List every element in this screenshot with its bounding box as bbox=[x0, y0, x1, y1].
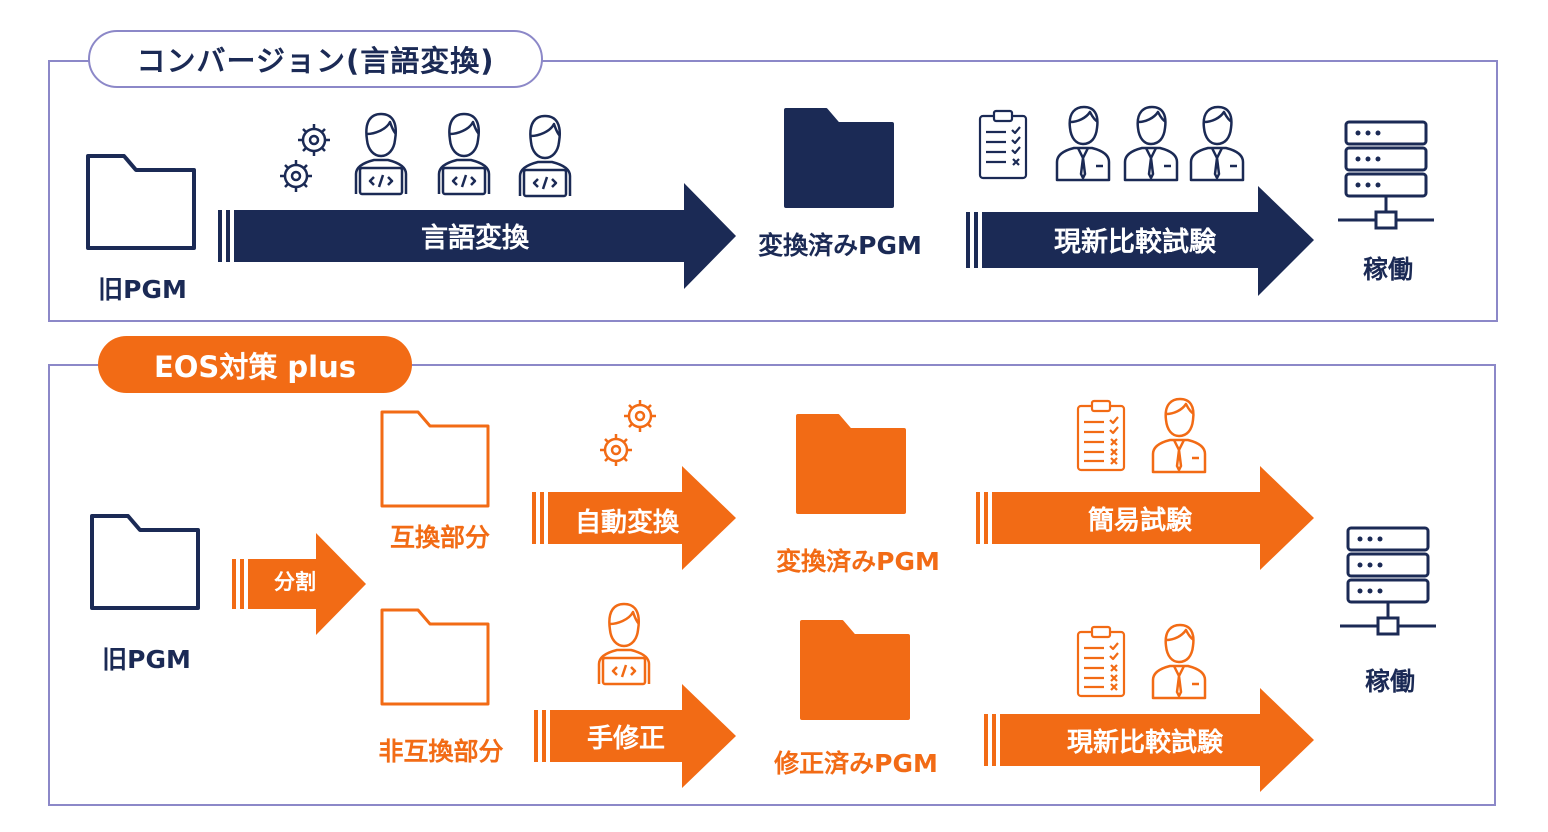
folder-outline-icon bbox=[380, 608, 490, 706]
checklist-icon bbox=[978, 109, 1028, 180]
manual-fix-label: 手修正 bbox=[586, 724, 665, 754]
checklist-icon bbox=[1076, 399, 1126, 472]
folder-outline-icon bbox=[380, 410, 490, 508]
server-icon bbox=[1338, 120, 1434, 230]
language-conversion-label: 言語変換 bbox=[421, 223, 529, 254]
simple-test-arrow bbox=[976, 466, 1314, 570]
comparison-test-arrow bbox=[966, 186, 1314, 296]
developer-icon bbox=[518, 114, 572, 198]
businessman-icon bbox=[1151, 623, 1207, 700]
converted-pgm-label: 変換済みPGM bbox=[758, 231, 922, 260]
developer-icon bbox=[354, 112, 408, 196]
old-pgm-label: 旧PGM bbox=[102, 645, 191, 674]
auto-conversion-arrow bbox=[532, 466, 736, 570]
compatible-label: 互換部分 bbox=[389, 523, 490, 552]
language-conversion-arrow bbox=[218, 183, 736, 289]
developer-icon bbox=[597, 602, 651, 686]
businessman-icon bbox=[1151, 397, 1207, 474]
businessman-icon bbox=[1189, 105, 1245, 182]
simple-test-label: 簡易試験 bbox=[1087, 506, 1192, 536]
folder-filled-icon bbox=[796, 414, 906, 514]
eos-panel bbox=[48, 364, 1496, 806]
manual-fix-arrow bbox=[534, 684, 736, 788]
folder-icon bbox=[90, 514, 200, 610]
gears-icon bbox=[280, 124, 330, 192]
folder-filled-icon bbox=[784, 108, 894, 208]
eos-title: EOS対策 plus bbox=[98, 336, 412, 393]
gears-icon bbox=[600, 400, 656, 466]
old-pgm-label: 旧PGM bbox=[98, 275, 187, 304]
server-icon bbox=[1340, 526, 1436, 636]
split-label: 分割 bbox=[274, 570, 316, 594]
operation-label: 稼働 bbox=[1364, 667, 1415, 696]
folder-icon bbox=[86, 154, 196, 250]
split-arrow bbox=[232, 533, 366, 635]
developer-icon bbox=[437, 112, 491, 196]
folder-filled-icon bbox=[800, 620, 910, 720]
fixed-pgm-label: 修正済みPGM bbox=[774, 749, 938, 778]
incompatible-label: 非互換部分 bbox=[378, 737, 504, 766]
businessman-icon bbox=[1055, 105, 1111, 182]
checklist-icon bbox=[1076, 625, 1126, 698]
operation-label: 稼働 bbox=[1362, 255, 1413, 284]
comparison-test-label: 現新比較試験 bbox=[1054, 227, 1216, 258]
conversion-title: コンバージョン(言語変換) bbox=[88, 30, 543, 88]
auto-conversion-label: 自動変換 bbox=[574, 508, 679, 538]
comparison-test-label: 現新比較試験 bbox=[1066, 728, 1223, 758]
conversion-panel bbox=[48, 60, 1498, 322]
converted-pgm-label: 変換済みPGM bbox=[776, 547, 940, 576]
businessman-icon bbox=[1123, 105, 1179, 182]
comparison-test-arrow bbox=[984, 688, 1314, 792]
